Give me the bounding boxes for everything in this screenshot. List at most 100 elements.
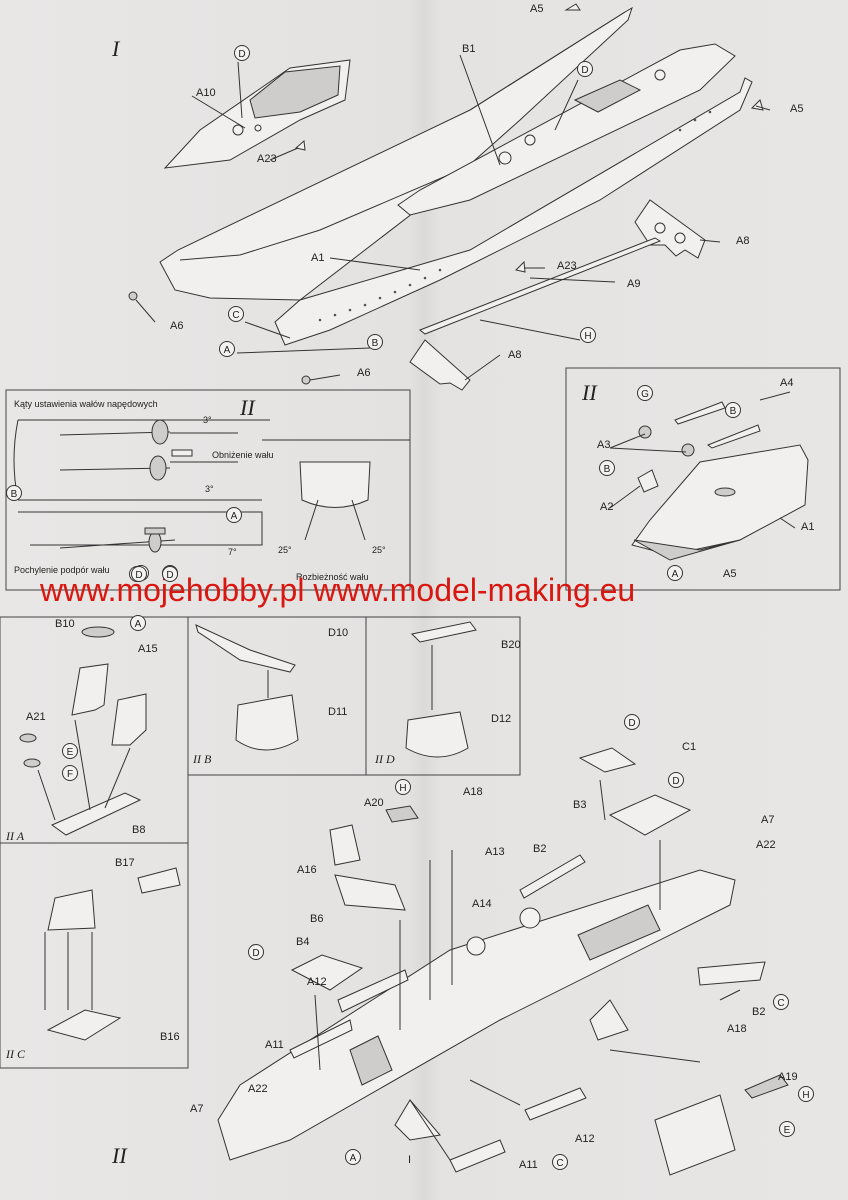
part-label: B6 [310,913,323,925]
part-label: D [628,718,635,729]
shield-b16a [47,889,96,931]
hull-parts-box [565,367,841,591]
part-label: A4 [780,377,793,389]
label-marker-circle [552,1154,568,1170]
screen-a15 [71,663,109,716]
turret-d11 [235,694,299,751]
step-roman-2b: II [581,380,598,405]
part-label: A [224,345,231,356]
deck-b8 [50,792,142,836]
screen-a15-2 [111,693,147,746]
part-label: A9 [627,278,640,290]
part-label: B [604,464,611,475]
label-marker-circle [228,306,244,322]
part-label: F [67,769,73,780]
panel-b2-left [519,854,586,899]
panel-a12-low [524,1087,587,1121]
part-label: A13 [485,846,505,858]
boat-a19 [744,1074,789,1099]
part-label: A23 [257,153,277,165]
label-marker-circle [624,714,640,730]
part-label: A16 [297,864,317,876]
a5-part-top [564,3,581,11]
part-label: D [581,65,588,76]
part-label: A7 [190,1103,203,1115]
part-label: A6 [170,320,183,332]
part-label: D10 [328,627,348,639]
part-label: I [408,1154,411,1166]
part-label: II [111,1143,128,1168]
part-label: B2 [752,1006,765,1018]
plate-a2 [637,469,659,493]
deck-c1 [578,747,637,773]
part-label: A7 [761,814,774,826]
part-label: E [784,1125,791,1136]
part-label: A5 [723,568,736,580]
label-marker-circle [599,460,615,476]
label-marker-circle [62,765,78,781]
part-label: A8 [736,235,749,247]
label-marker-circle [162,566,178,582]
angle-3deg-bottom: 3° [205,484,214,494]
ring-a13 [519,907,541,929]
part-label: E [67,747,74,758]
label-marker-circle [667,565,683,581]
part-label: A15 [138,643,158,655]
part-label: A23 [557,260,577,272]
deck-house [573,79,642,113]
ring-a14 [466,936,486,956]
hull-stand [589,999,629,1041]
a23-part-2 [515,260,526,273]
part-label: C1 [682,741,696,753]
hull-side-part [159,6,633,301]
label-marker-circle [725,402,741,418]
part-label: A18 [727,1023,747,1035]
label-marker-circle [637,385,653,401]
label-marker-circle [798,1086,814,1102]
assembled-hull [217,869,736,1161]
part-label: B4 [296,936,309,948]
part-label: A5 [530,3,543,15]
part-label: B17 [115,857,135,869]
part-label: A2 [600,501,613,513]
angle-7deg: 7° [228,547,237,557]
label-marker-circle [6,485,22,501]
part-label: A1 [801,521,814,533]
part-label: B2 [533,843,546,855]
deck-b3 [608,794,692,836]
watermark-text: www.mojehobby.pl www.model-making.eu [39,572,635,608]
strut-side-view [59,527,176,553]
part-label: H [802,1090,809,1101]
box-iid [365,616,521,776]
part-label: G [641,389,649,400]
part-label: D11 [328,706,347,718]
part-label: B [372,338,379,349]
part-label: A8 [508,349,521,361]
stand-a8-lower [409,339,471,391]
boat-a20 [385,805,419,823]
box-label-iic: II C [5,1047,26,1061]
shaft-a4 [674,401,726,425]
part-label: A18 [463,786,483,798]
part-label: B [11,489,18,500]
part-label: H [399,783,406,794]
part-label: C [777,998,784,1009]
part-label: A14 [472,898,492,910]
part-label: B8 [132,824,145,836]
part-label: A19 [778,1071,798,1083]
part-label: B10 [55,618,75,630]
part-label: A11 [265,1039,284,1051]
label-marker-circle [779,1121,795,1137]
part-label: A20 [364,797,384,809]
porthole-row [318,110,712,322]
part-label: D [252,948,259,959]
hull-stand-2 [394,1099,441,1141]
part-label: A11 [519,1159,538,1171]
part-label: A12 [575,1133,595,1145]
part-label: B [730,406,737,417]
hull-section [299,461,371,508]
caption-shaft-spread: Rozbieżność wału [296,572,369,582]
keel-rail-a9 [419,237,662,335]
part-label: A5 [790,103,803,115]
panel-b2-right [697,961,766,986]
